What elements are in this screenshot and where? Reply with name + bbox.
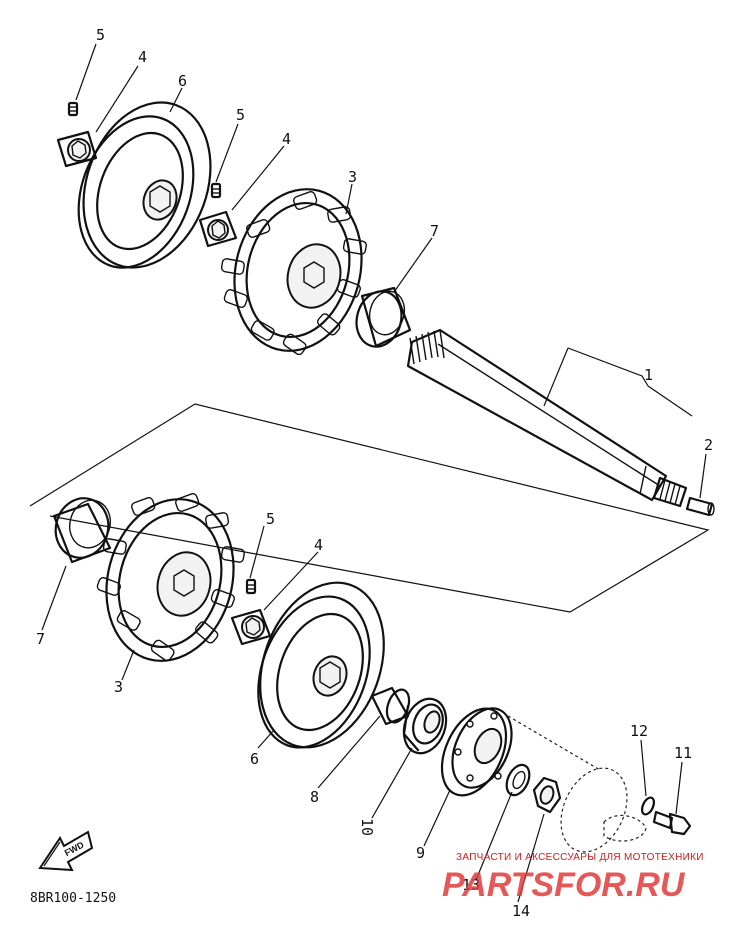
callout-12: 12	[630, 722, 648, 740]
forward-direction-arrow: FWD	[38, 830, 94, 872]
watermark-brand: PARTSFOR.RU	[442, 866, 686, 904]
callout-10: 10	[358, 818, 376, 836]
spacer-collar-7-upper	[355, 286, 412, 348]
callout-11: 11	[674, 744, 692, 762]
hex-nut-14	[532, 776, 562, 814]
callout-5-lower: 5	[266, 510, 275, 528]
callout-7-lower: 7	[36, 630, 45, 648]
callout-numbers: 5 4 6 5 4 3 7 1 2 5 4 7 3 6 8 10 9 12 11…	[36, 26, 713, 920]
callout-1: 1	[644, 366, 653, 384]
lock-washer-12	[640, 796, 656, 816]
assembly-boundary-lines	[29, 403, 710, 613]
end-pin-2	[685, 496, 715, 517]
callout-13: 13	[462, 876, 480, 894]
callout-8: 8	[310, 788, 319, 806]
washer-13	[505, 763, 531, 797]
callout-2: 2	[704, 436, 713, 454]
callout-leaders	[41, 43, 707, 903]
hex-bushing-4-upper-mid	[198, 210, 238, 248]
callout-6-upper: 6	[178, 72, 187, 90]
watermark-tagline: ЗАПЧАСТИ И АКСЕССУАРЫ ДЛЯ МОТОТЕХНИКИ	[456, 852, 704, 863]
bearing-flange-9	[440, 707, 513, 797]
set-screw-5-upper-left	[67, 101, 79, 117]
hex-bolt-11	[652, 810, 692, 836]
drive-sprocket-3-upper	[220, 188, 367, 356]
ball-bearing-10	[402, 697, 448, 755]
callout-5-upper-left: 5	[96, 26, 105, 44]
callout-4-upper-left: 4	[138, 48, 147, 66]
callout-3-upper: 3	[348, 168, 357, 186]
callout-9: 9	[416, 844, 425, 862]
callout-7-upper: 7	[430, 222, 439, 240]
callout-4-lower: 4	[314, 536, 323, 554]
mating-hub-outline	[507, 715, 647, 853]
drive-sprocket-3-lower	[96, 493, 245, 662]
spacer-collar-7-lower	[52, 497, 112, 564]
callout-3-lower: 3	[114, 678, 123, 696]
set-screw-5-upper-mid	[210, 182, 222, 199]
drive-shaft-1	[406, 328, 688, 508]
set-screw-5-lower	[245, 578, 257, 595]
callout-4-upper-mid: 4	[282, 130, 291, 148]
drawing-code: 8BR100-1250	[30, 891, 116, 906]
callout-6-lower: 6	[250, 750, 259, 768]
callout-5-upper-mid: 5	[236, 106, 245, 124]
watermark: ЗАПЧАСТИ И АКСЕССУАРЫ ДЛЯ МОТОТЕХНИКИ PA…	[442, 852, 704, 904]
idler-wheel-6-lower	[257, 581, 385, 749]
callout-14: 14	[512, 902, 530, 920]
idler-wheel-6-upper	[77, 101, 212, 269]
hex-bushing-4-upper-left	[56, 130, 98, 168]
hex-bushing-4-lower	[230, 608, 272, 646]
